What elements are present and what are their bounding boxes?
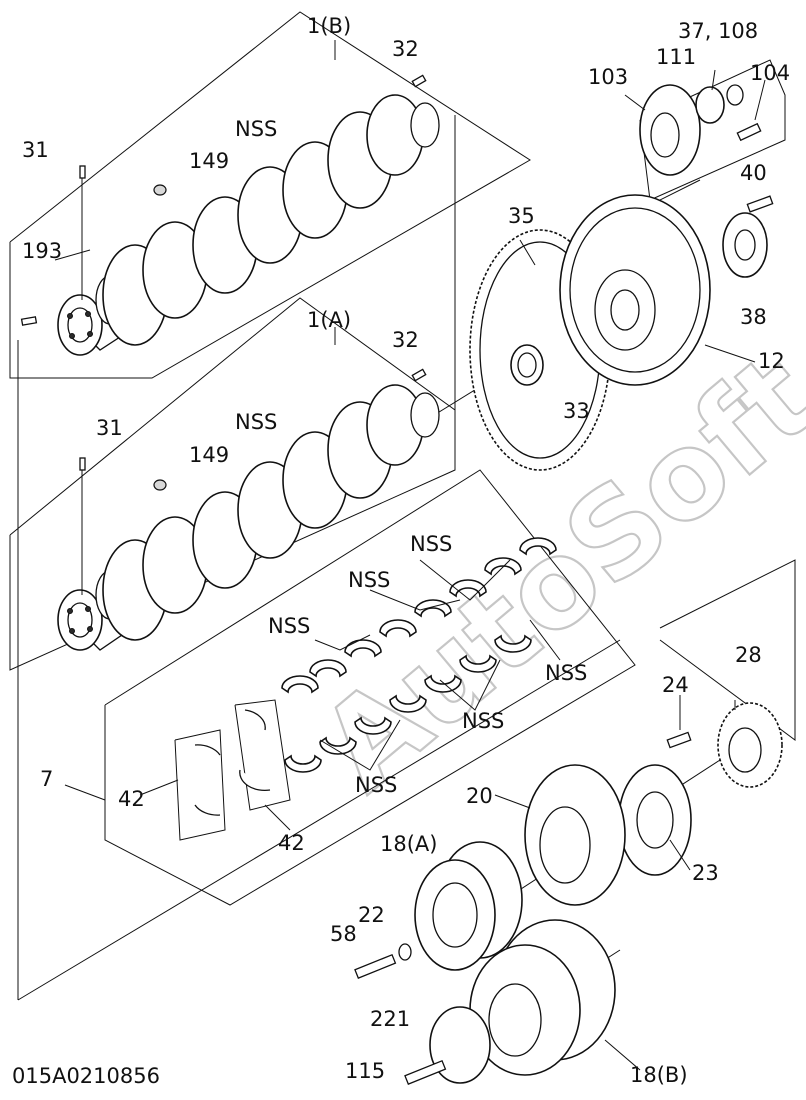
label-37-108: 37, 108 [678,19,758,43]
crankshaft-b-group [9,11,531,379]
label-111: 111 [656,45,696,69]
label-32-top: 32 [392,37,419,61]
label-42-left: 42 [118,787,145,811]
label-31-top: 31 [22,138,49,162]
label-7: 7 [40,767,53,791]
bearing-111 [695,86,725,124]
label-32-mid: 32 [392,328,419,352]
damper-20 [524,764,626,906]
thrust-washers [174,699,291,841]
bearing-shells [281,537,557,773]
label-18b: 18(B) [630,1063,688,1087]
cover-221 [429,1006,491,1084]
label-22: 22 [358,903,385,927]
gear-28 [717,702,783,788]
label-28: 28 [735,643,762,667]
washer-22 [398,943,412,961]
seal-housing-103 [639,84,701,176]
crankshaft-a-group [9,297,456,671]
label-24: 24 [662,673,689,697]
label-nss-1: NSS [410,532,452,556]
bearing-33 [510,344,544,386]
label-38: 38 [740,305,767,329]
label-115: 115 [345,1059,385,1083]
crankshaft-b [57,94,440,356]
label-23: 23 [692,861,719,885]
flywheel-12 [559,194,711,386]
label-nss-crank-a: NSS [235,410,277,434]
label-31-mid: 31 [96,416,123,440]
pin-31-b [79,165,86,179]
label-nss-6: NSS [355,773,397,797]
label-nss-3: NSS [268,614,310,638]
label-104: 104 [750,61,790,85]
pulley-18a [414,841,523,971]
label-42-right: 42 [278,831,305,855]
plate-23 [618,764,692,876]
pulley-18b [469,919,616,1076]
bearing-kit-group [104,469,636,906]
front-gear-group [659,559,796,741]
label-12: 12 [758,349,785,373]
diagram-code: 015A0210856 [12,1064,160,1088]
label-40: 40 [740,161,767,185]
bolt-40 [746,195,774,213]
label-1b: 1(B) [307,14,351,38]
label-1a: 1(A) [307,308,351,332]
label-nss-2: NSS [348,568,390,592]
seal-37 [726,84,744,106]
bolt-24 [666,731,692,749]
label-20: 20 [466,784,493,808]
label-149-mid: 149 [189,443,229,467]
label-33: 33 [563,399,590,423]
bolt-115 [404,1059,447,1085]
label-nss-crank-b: NSS [235,117,277,141]
label-nss-5: NSS [462,709,504,733]
bolt-104 [736,122,762,142]
label-18a: 18(A) [380,832,437,856]
pin-31-a [79,457,86,471]
label-193: 193 [22,239,62,263]
label-nss-4: NSS [545,661,587,685]
bolt-58 [354,953,397,979]
label-221: 221 [370,1007,410,1031]
label-35: 35 [508,204,535,228]
label-149-top: 149 [189,149,229,173]
plate-38 [722,212,768,278]
crankshaft-a [57,384,440,651]
label-58: 58 [330,922,357,946]
rear-seal-group [639,59,786,201]
label-103: 103 [588,65,628,89]
